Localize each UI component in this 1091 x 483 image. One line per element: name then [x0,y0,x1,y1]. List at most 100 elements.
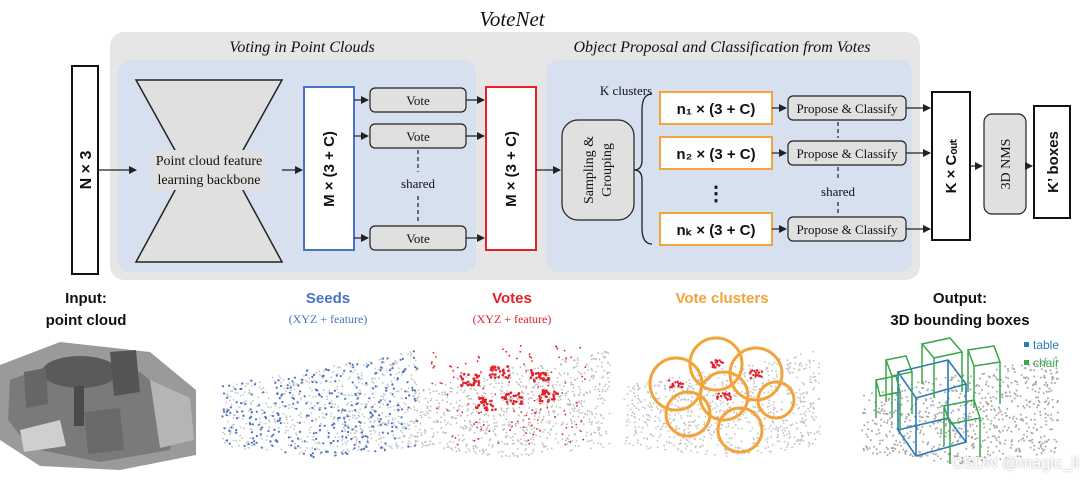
scene-point [1004,439,1007,442]
scene-point [880,401,883,404]
scene-point [590,432,592,435]
scene-point [447,421,449,424]
scene-point [951,429,954,432]
scene-point [886,454,889,457]
scene-point [931,400,934,403]
scene-point [591,420,593,423]
scene-point [414,359,417,362]
seed-point [270,435,273,438]
seed-point [392,362,395,365]
scene-point [395,443,397,446]
scene-point [505,431,508,434]
scene-point [961,461,964,464]
scene-point [409,351,412,354]
scene-point [541,442,544,445]
scene-point [1051,428,1053,431]
scene-point [441,394,444,396]
scene-point [520,381,522,383]
vote-point [677,384,680,388]
scene-point [710,437,712,440]
scene-point [1033,363,1036,366]
scene-point [806,392,809,395]
scene-point [242,400,245,403]
scene-point [472,408,475,411]
seed-point [276,420,279,423]
scene-point [572,366,575,369]
scene-point [970,460,973,463]
scene-point [250,401,252,404]
scene-point [308,381,311,384]
scene-point [872,452,874,455]
scene-point [266,435,269,438]
scene-point [720,397,723,399]
scene-point [721,385,724,387]
scene-point [810,381,813,384]
scene-point [658,385,661,388]
vote-point [540,396,543,399]
scene-point [1006,429,1009,432]
scene-point [762,382,764,385]
vote-module-1-label: Vote [406,93,430,108]
seed-point [320,395,323,398]
vote-point [511,402,515,406]
backbone-label-line1: Point cloud feature [156,154,263,169]
scene-point [572,384,575,386]
scene-point [904,417,907,420]
scene-point [268,426,271,428]
seed-point [360,448,363,451]
scene-point [702,439,704,441]
scene-point [647,414,650,417]
scene-point [578,400,580,403]
scene-point [721,424,724,427]
scene-point [458,408,460,411]
scene-point [510,401,513,404]
scene-point [444,432,446,435]
scene-point [1035,429,1038,432]
scene-point [419,422,422,425]
seed-point [298,390,302,393]
vote-point [539,408,542,411]
scene-point [799,420,802,423]
scene-point [492,430,495,432]
scene-point [707,391,710,393]
seed-point [348,362,352,365]
scene-point [932,404,935,407]
scene-point [522,420,524,422]
scene-point [728,441,730,444]
seed-point [356,397,359,400]
scene-point [318,370,321,373]
scene-point [376,385,379,388]
scene-point [812,406,815,409]
scene-point [336,445,339,448]
scene-point [414,391,417,393]
scene-point [765,368,767,371]
seed-point [303,395,306,398]
vote-point [582,438,585,441]
scene-point [378,438,380,441]
scene-point [359,378,362,381]
scene-point [993,426,996,429]
scene-point [888,452,891,455]
scene-point [395,390,398,393]
scene-point [322,389,325,392]
vote-point [541,399,544,403]
scene-point [393,376,396,379]
scene-point [557,399,560,401]
vote-point [472,383,475,387]
scene-point [451,416,453,419]
scene-point [956,454,959,457]
scene-point [538,378,541,381]
scene-point [235,409,238,411]
scene-point [710,434,713,437]
scene-point [569,442,572,444]
scene-point [1051,375,1054,378]
scene-point [465,376,468,379]
scene-point [995,445,998,448]
scene-point [387,406,389,409]
vote-point [497,376,501,379]
seed-point [359,392,362,395]
seed-point [221,385,225,388]
scene-point [492,375,495,378]
scene-point [687,427,690,430]
scene-point [683,398,686,401]
